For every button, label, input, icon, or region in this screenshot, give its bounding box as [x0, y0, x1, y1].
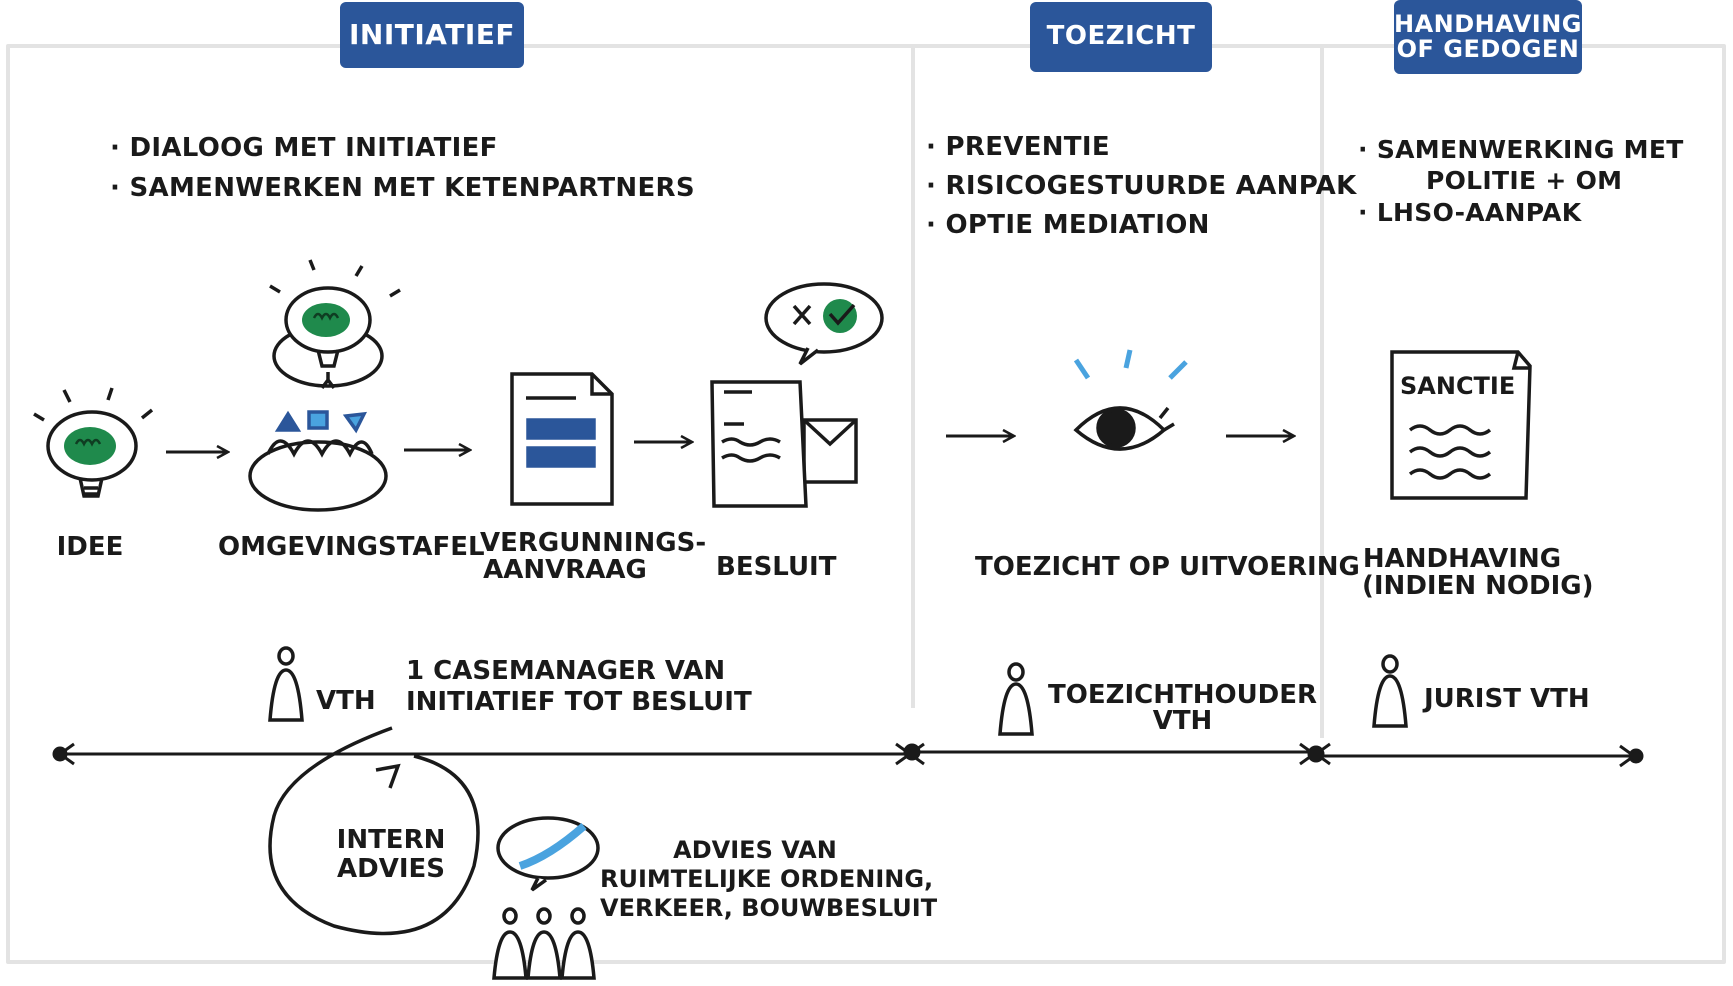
step-besluit: BESLUIT — [716, 552, 837, 582]
cross-icon — [792, 304, 812, 326]
person-group-icon — [492, 907, 596, 980]
role-toezichthouder: TOEZICHTHOUDER VTH — [1048, 682, 1317, 734]
extern-advies: ADVIES VAN RUIMTELIJKE ORDENING, VERKEER… — [600, 836, 938, 922]
bullet-item: SAMENWERKEN MET KETENPARTNERS — [110, 168, 695, 208]
document-icon — [510, 372, 614, 506]
sanctie-document-icon — [1390, 350, 1532, 500]
bullets-initiatief: DIALOOG MET INITIATIEF SAMENWERKEN MET K… — [110, 128, 695, 209]
step-idee: IDEE — [56, 532, 124, 562]
extern-advies-line1: ADVIES VAN — [673, 836, 837, 864]
eye-icon — [1073, 349, 1188, 451]
sanctie-label: SANCTIE — [1400, 372, 1516, 400]
omgevingstafel-icon — [248, 259, 401, 512]
timeline — [52, 742, 1644, 768]
bullet-item: DIALOOG MET INITIATIEF — [110, 128, 695, 168]
bullet-item: OPTIE MEDIATION — [926, 206, 1357, 245]
divider-initiatief-toezicht — [911, 48, 915, 708]
role-casemanager-line2: INITIATIEF TOT BESLUIT — [406, 687, 752, 718]
bullet-item: PREVENTIE — [926, 128, 1357, 167]
header-handhaving-line1: HANDHAVING — [1394, 9, 1582, 38]
person-icon — [268, 646, 304, 722]
person-icon — [1372, 654, 1408, 728]
header-initiatief: INITIATIEF — [340, 2, 524, 68]
role-toezichthouder-line2: VTH — [1152, 706, 1213, 736]
header-toezicht: TOEZICHT — [1030, 2, 1212, 72]
bullet-item-continued: POLITIE + OM — [1426, 166, 1623, 196]
step-handhaving-line2: (INDIEN NODIG) — [1362, 571, 1594, 602]
process-arrows — [166, 436, 1294, 452]
step-handhaving: HANDHAVING (INDIEN NODIG) — [1362, 544, 1594, 602]
bullet-item: RISICOGESTUURDE AANPAK — [926, 167, 1357, 206]
role-casemanager-line1: 1 CASEMANAGER VAN — [406, 656, 726, 686]
intern-advies-line2: ADVIES — [337, 853, 445, 884]
extern-advies-line3: VERKEER, BOUWBESLUIT — [600, 893, 938, 922]
header-handhaving-line2: OF GEDOGEN — [1396, 35, 1580, 63]
speech-bubble-icon — [764, 282, 884, 366]
role-casemanager: 1 CASEMANAGER VAN INITIATIEF TOT BESLUIT — [406, 656, 752, 718]
step-omgevingstafel: OMGEVINGSTAFEL — [218, 532, 485, 562]
step-vergunningsaanvraag: VERGUNNINGS- AANVRAAG — [480, 528, 707, 586]
role-toezichthouder-line1: TOEZICHTHOUDER — [1048, 680, 1318, 710]
role-vth: VTH — [316, 686, 376, 716]
intern-advies-line1: INTERN — [336, 825, 446, 855]
lightbulb-icon — [33, 387, 154, 498]
speech-bubble-icon — [496, 816, 600, 892]
step-toezicht-op-uitvoering: TOEZICHT OP UITVOERING — [975, 552, 1360, 582]
check-icon — [828, 303, 856, 326]
header-toezicht-label: TOEZICHT — [1046, 21, 1196, 52]
divider-toezicht-handhaving — [1320, 48, 1324, 738]
step-vergunningsaanvraag-line1: VERGUNNINGS- — [480, 528, 707, 558]
bullets-handhaving: SAMENWERKING MET POLITIE + OM LHSO-AANPA… — [1358, 134, 1684, 228]
step-vergunningsaanvraag-line2: AANVRAAG — [483, 555, 647, 586]
header-initiatief-label: INITIATIEF — [348, 18, 516, 52]
role-jurist: JURIST VTH — [1424, 684, 1590, 714]
intern-advies: INTERN ADVIES — [336, 826, 446, 883]
extern-advies-line2: RUIMTELIJKE ORDENING, — [600, 864, 934, 893]
diagram-frame — [6, 44, 1726, 964]
bullets-toezicht: PREVENTIE RISICOGESTUURDE AANPAK OPTIE M… — [926, 128, 1357, 245]
header-handhaving: HANDHAVING OF GEDOGEN — [1394, 0, 1582, 74]
besluit-icon — [710, 282, 884, 508]
bullet-item: SAMENWERKING MET — [1358, 134, 1684, 165]
person-icon — [998, 662, 1034, 736]
step-handhaving-line1: HANDHAVING — [1362, 544, 1562, 574]
bullet-item: LHSO-AANPAK — [1358, 197, 1684, 228]
intern-advies-cycle-icon — [268, 726, 480, 936]
